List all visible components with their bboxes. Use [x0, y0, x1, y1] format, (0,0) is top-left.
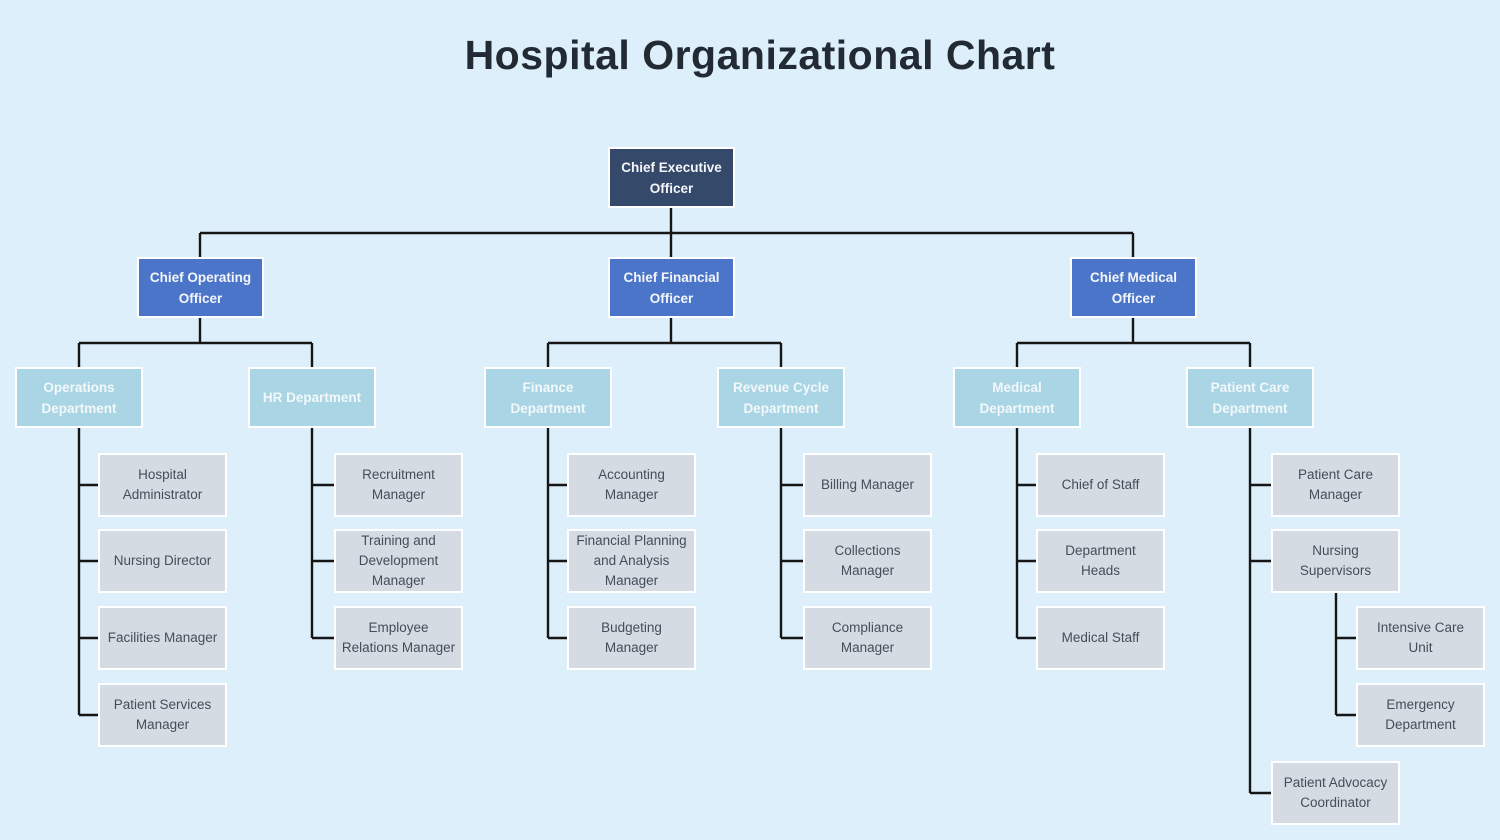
connector-ceo-to-officers	[198, 208, 1135, 257]
node-compliance-manager: Compliance Manager	[803, 606, 932, 670]
node-training-development-manager: Training and Development Manager	[334, 529, 463, 593]
node-financial-planning-manager: Financial Planning and Analysis Manager	[567, 529, 696, 593]
node-nursing-director: Nursing Director	[98, 529, 227, 593]
connector-coo-to-departments	[77, 318, 314, 367]
node-chief-operating-officer: Chief Operating Officer	[137, 257, 264, 318]
node-hospital-administrator: Hospital Administrator	[98, 453, 227, 517]
node-revenue-cycle-department: Revenue Cycle Department	[717, 367, 845, 428]
node-finance-department: Finance Department	[484, 367, 612, 428]
node-patient-advocacy-coordinator: Patient Advocacy Coordinator	[1271, 761, 1400, 825]
node-facilities-manager: Facilities Manager	[98, 606, 227, 670]
chart-title: Hospital Organizational Chart	[464, 32, 1056, 78]
node-patient-care-department: Patient Care Department	[1186, 367, 1314, 428]
node-chief-executive-officer: Chief Executive Officer	[608, 147, 735, 208]
node-budgeting-manager: Budgeting Manager	[567, 606, 696, 670]
connector-patient-care-children	[1248, 428, 1271, 795]
node-hr-department: HR Department	[248, 367, 376, 428]
node-department-heads: Department Heads	[1036, 529, 1165, 593]
node-employee-relations-manager: Employee Relations Manager	[334, 606, 463, 670]
node-chief-of-staff: Chief of Staff	[1036, 453, 1165, 517]
connector-nursing-supervisors-children	[1334, 593, 1356, 717]
node-medical-department: Medical Department	[953, 367, 1081, 428]
node-chief-medical-officer: Chief Medical Officer	[1070, 257, 1197, 318]
connector-finance-children	[546, 428, 567, 640]
node-operations-department: Operations Department	[15, 367, 143, 428]
node-intensive-care-unit: Intensive Care Unit	[1356, 606, 1485, 670]
node-collections-manager: Collections Manager	[803, 529, 932, 593]
node-emergency-department: Emergency Department	[1356, 683, 1485, 747]
node-patient-services-manager: Patient Services Manager	[98, 683, 227, 747]
node-recruitment-manager: Recruitment Manager	[334, 453, 463, 517]
connector-revenue-cycle-children	[779, 428, 803, 640]
node-accounting-manager: Accounting Manager	[567, 453, 696, 517]
node-nursing-supervisors: Nursing Supervisors	[1271, 529, 1400, 593]
node-medical-staff: Medical Staff	[1036, 606, 1165, 670]
node-billing-manager: Billing Manager	[803, 453, 932, 517]
connector-cfo-to-departments	[546, 318, 783, 367]
connector-hr-children	[310, 428, 334, 640]
connector-cmo-to-departments	[1015, 318, 1252, 367]
connector-medical-children	[1015, 428, 1036, 640]
connector-operations-children	[77, 428, 98, 717]
node-patient-care-manager: Patient Care Manager	[1271, 453, 1400, 517]
node-chief-financial-officer: Chief Financial Officer	[608, 257, 735, 318]
